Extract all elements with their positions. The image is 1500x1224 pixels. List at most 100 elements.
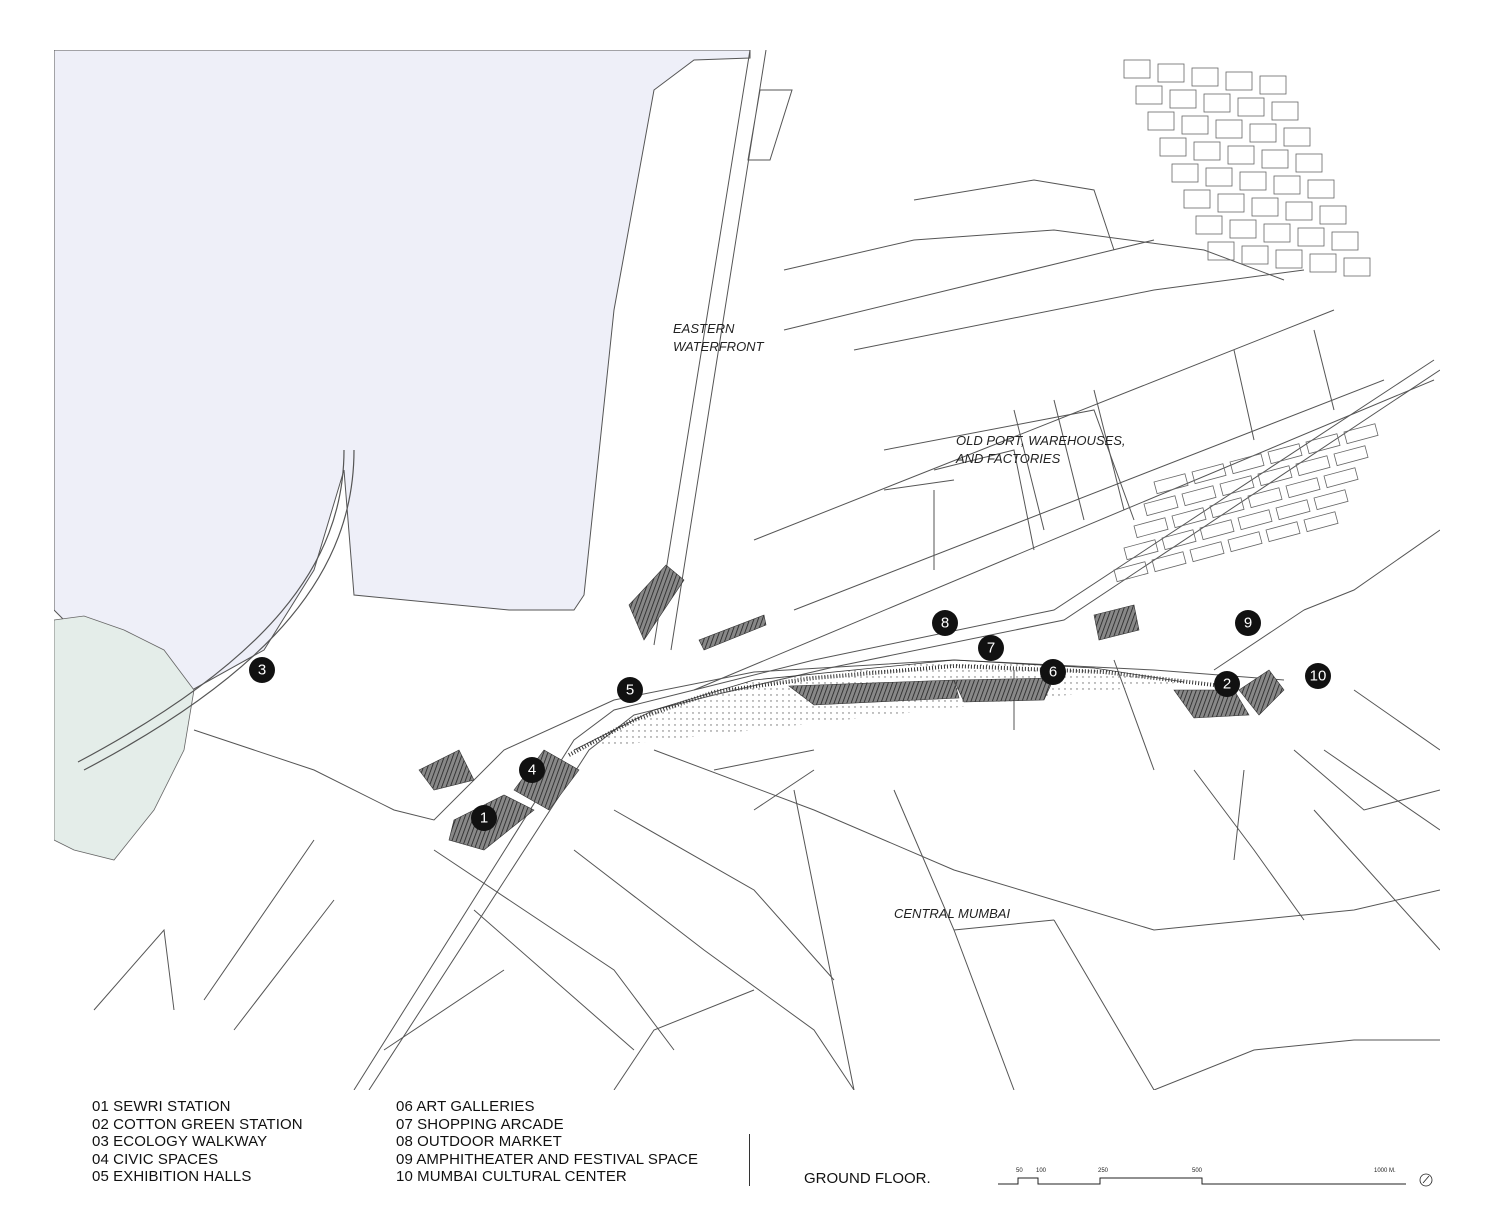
city-block: [1241, 245, 1269, 265]
city-block: [1217, 193, 1245, 213]
city-block: [1309, 253, 1337, 273]
warehouse-block: [1323, 467, 1359, 489]
marker-1[interactable]: 1: [471, 805, 497, 831]
wetland-area: [54, 615, 195, 861]
svg-text:3: 3: [258, 662, 266, 679]
svg-text:7: 7: [987, 640, 995, 657]
warehouse-block: [1191, 463, 1227, 485]
city-block: [1251, 197, 1279, 217]
svg-text:1: 1: [480, 810, 488, 827]
marker-4[interactable]: 4: [519, 757, 545, 783]
svg-text:9: 9: [1244, 615, 1252, 632]
svg-text:2: 2: [1223, 676, 1231, 693]
legend-item-09: 09 AMPHITHEATER AND FESTIVAL SPACE: [396, 1150, 699, 1168]
city-block: [1275, 249, 1303, 269]
warehouse-block: [1303, 511, 1339, 533]
city-block: [1237, 97, 1265, 117]
city-block: [1319, 205, 1347, 225]
city-block: [1261, 149, 1289, 169]
marker-7[interactable]: 7: [978, 635, 1004, 661]
label-old-port: OLD PORT, WAREHOUSES, AND FACTORIES: [955, 433, 1129, 466]
legend-item-08: 08 OUTDOOR MARKET: [396, 1133, 562, 1151]
warehouse-block: [1209, 497, 1245, 519]
north-arrow-icon: [1419, 1173, 1433, 1187]
city-block: [1271, 101, 1299, 121]
city-block: [1207, 241, 1235, 261]
legend-divider: [749, 1134, 750, 1186]
legend-item-03: 03 ECOLOGY WALKWAY: [92, 1133, 268, 1151]
project-hatch-zones: [418, 564, 1285, 851]
floor-label: GROUND FLOOR.: [804, 1170, 931, 1187]
warehouse-block: [1333, 445, 1369, 467]
city-block: [1295, 153, 1323, 173]
city-block: [1285, 201, 1313, 221]
city-block: [1183, 189, 1211, 209]
scale-tick-250: 250: [1098, 1168, 1109, 1174]
city-block: [1297, 227, 1325, 247]
city-block: [1195, 215, 1223, 235]
city-block: [1205, 167, 1233, 187]
warehouse-block: [1227, 531, 1263, 553]
scale-tick-500: 500: [1192, 1168, 1203, 1174]
label-central-mumbai: CENTRAL MUMBAI: [894, 906, 1010, 921]
legend-item-07: 07 SHOPPING ARCADE: [396, 1115, 564, 1133]
city-block: [1215, 119, 1243, 139]
city-block: [1343, 257, 1371, 277]
warehouse-block: [1219, 475, 1255, 497]
legend-item-01: 01 SEWRI STATION: [92, 1098, 231, 1115]
marker-9[interactable]: 9: [1235, 610, 1261, 636]
warehouse-block: [1295, 455, 1331, 477]
city-block: [1193, 141, 1221, 161]
city-block: [1225, 71, 1253, 91]
city-block: [1331, 231, 1359, 251]
city-block: [1123, 59, 1151, 79]
warehouse-block: [1171, 507, 1207, 529]
city-block: [1169, 89, 1197, 109]
warehouse-block: [1305, 433, 1341, 455]
marker-5[interactable]: 5: [617, 677, 643, 703]
svg-text:5: 5: [626, 682, 634, 699]
marker-10[interactable]: 10: [1305, 663, 1331, 689]
city-block: [1273, 175, 1301, 195]
marker-3[interactable]: 3: [249, 657, 275, 683]
warehouse-block: [1143, 495, 1179, 517]
legend-item-10: 10 MUMBAI CULTURAL CENTER: [396, 1168, 627, 1186]
warehouse-grid: [1113, 423, 1379, 583]
warehouse-block: [1161, 529, 1197, 551]
svg-text:4: 4: [528, 762, 536, 779]
warehouse-block: [1151, 551, 1187, 573]
warehouse-block: [1247, 487, 1283, 509]
svg-text:8: 8: [941, 615, 949, 632]
scale-tick-100: 100: [1036, 1168, 1047, 1174]
warehouse-block: [1343, 423, 1379, 445]
legend-right-column: 06 ART GALLERIES 07 SHOPPING ARCADE 08 O…: [396, 1098, 698, 1186]
city-block: [1227, 145, 1255, 165]
city-block: [1171, 163, 1199, 183]
warehouse-block: [1267, 443, 1303, 465]
warehouse-block: [1181, 485, 1217, 507]
city-block: [1259, 75, 1287, 95]
warehouse-block: [1123, 539, 1159, 561]
city-block: [1263, 223, 1291, 243]
marker-8[interactable]: 8: [932, 610, 958, 636]
label-eastern-waterfront: EASTERN WATERFRONT: [673, 321, 765, 354]
marker-2[interactable]: 2: [1214, 671, 1240, 697]
svg-text:6: 6: [1049, 664, 1057, 681]
city-block: [1203, 93, 1231, 113]
warehouse-block: [1113, 561, 1149, 583]
city-block: [1229, 219, 1257, 239]
city-block: [1181, 115, 1209, 135]
warehouse-block: [1237, 509, 1273, 531]
city-block: [1147, 111, 1175, 131]
warehouse-block: [1133, 517, 1169, 539]
city-blocks: [1123, 59, 1371, 277]
marker-6[interactable]: 6: [1040, 659, 1066, 685]
legend-left-column: 01 SEWRI STATION 02 COTTON GREEN STATION…: [92, 1098, 303, 1186]
city-block: [1159, 137, 1187, 157]
city-block: [1239, 171, 1267, 191]
warehouse-block: [1275, 499, 1311, 521]
legend-item-06: 06 ART GALLERIES: [396, 1098, 535, 1115]
warehouse-block: [1285, 477, 1321, 499]
scale-bar: 50 100 250 500 1000 M.: [998, 1168, 1433, 1187]
legend-item-04: 04 CIVIC SPACES: [92, 1150, 219, 1168]
